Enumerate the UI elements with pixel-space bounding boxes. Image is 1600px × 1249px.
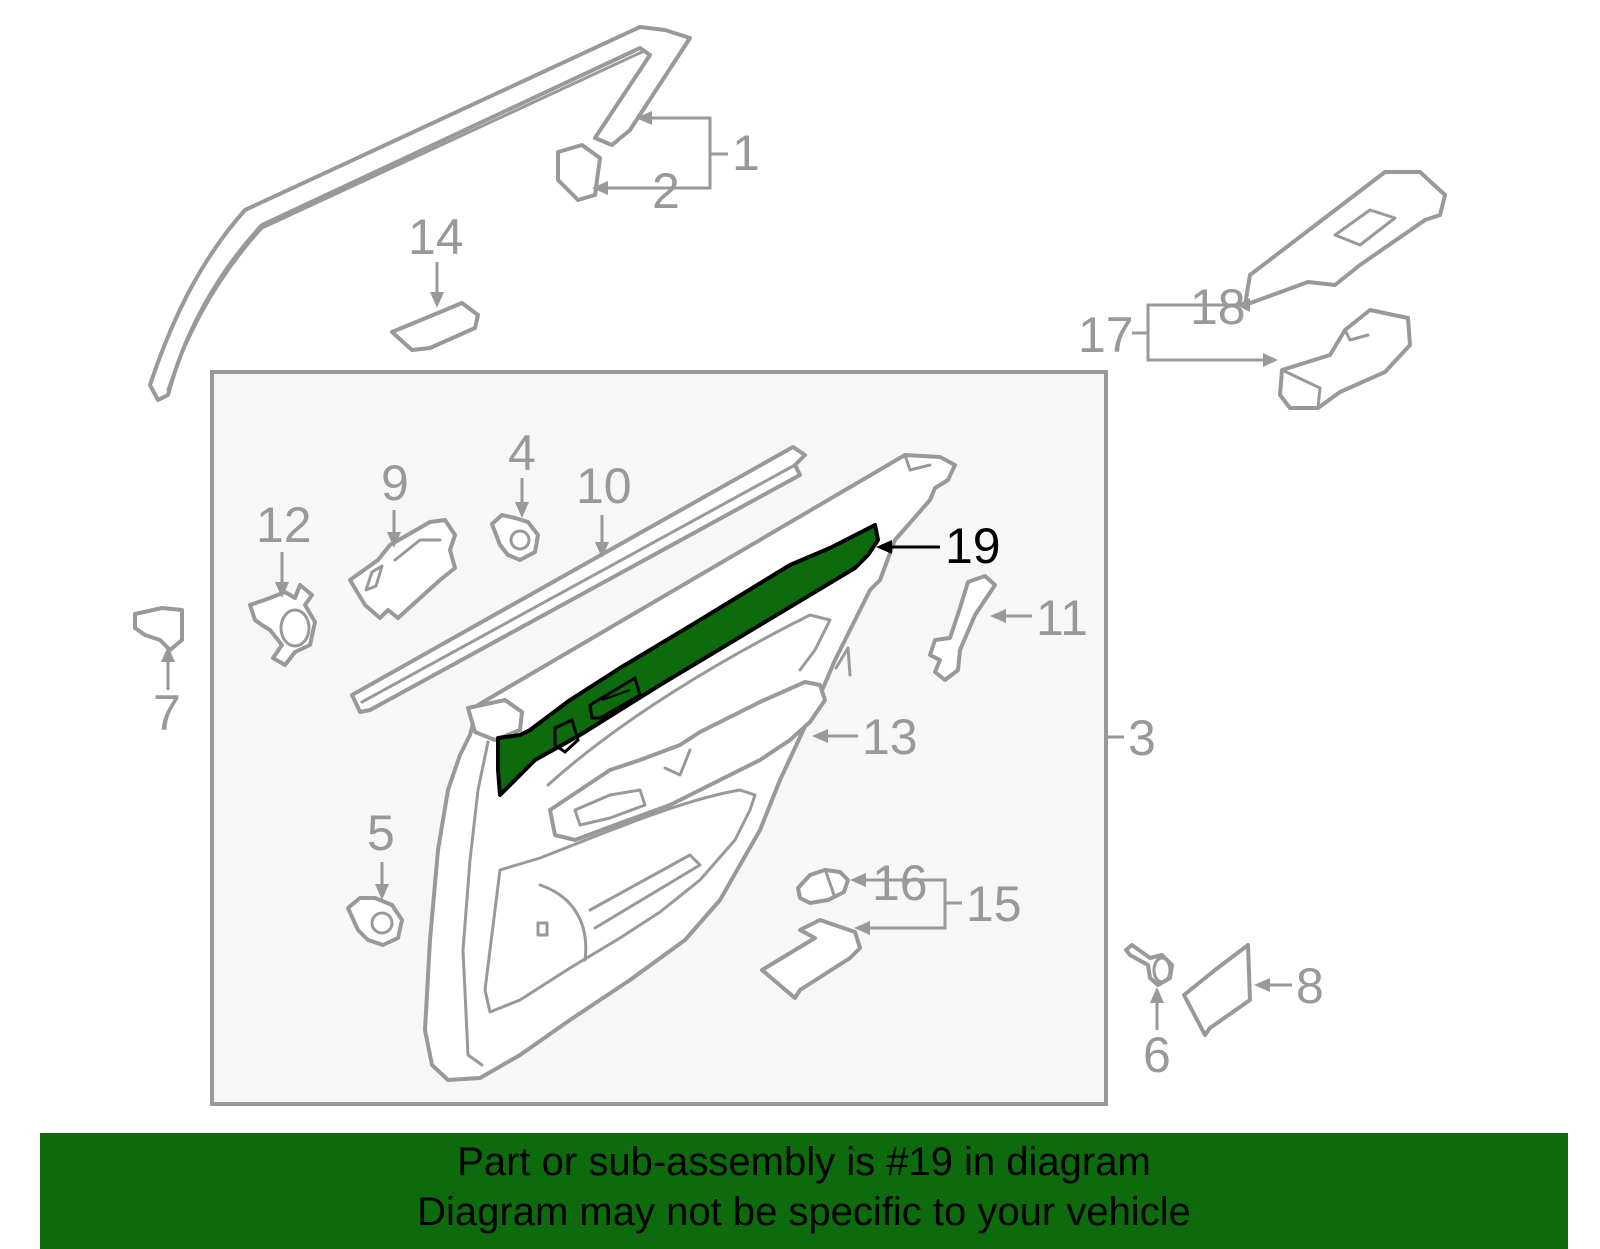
part-12-bracket xyxy=(248,552,317,667)
part-2-clip xyxy=(556,143,602,202)
part-16-grommet xyxy=(796,868,850,905)
label-2: 2 xyxy=(652,163,680,219)
part-9-handle-bracket xyxy=(348,510,457,620)
part-15-pad xyxy=(760,918,862,1000)
part-5-screw xyxy=(346,862,404,947)
part-19-armrest-upper-trim xyxy=(496,523,880,797)
part-3-door-trim-panel xyxy=(423,453,957,1082)
leader-13 xyxy=(812,729,858,743)
bracket-15-16 xyxy=(850,873,962,935)
label-8: 8 xyxy=(1296,958,1324,1014)
label-11: 11 xyxy=(1036,590,1088,646)
label-4: 4 xyxy=(508,425,536,481)
label-16: 16 xyxy=(872,855,928,911)
bracket-1-2 xyxy=(592,111,728,195)
info-banner: Part or sub-assembly is #19 in diagram D… xyxy=(40,1133,1568,1249)
banner-line-1: Part or sub-assembly is #19 in diagram xyxy=(457,1140,1151,1184)
part-1-window-frame xyxy=(148,25,692,402)
label-12: 12 xyxy=(256,497,312,553)
part-11-bracket xyxy=(928,574,1032,682)
label-3: 3 xyxy=(1128,710,1156,766)
leader-19 xyxy=(876,540,940,554)
part-8-cover xyxy=(1182,943,1292,1037)
label-10: 10 xyxy=(576,458,632,514)
label-9: 9 xyxy=(381,455,409,511)
label-19: 19 xyxy=(945,518,1001,574)
label-6: 6 xyxy=(1143,1027,1171,1083)
part-4-screw xyxy=(490,478,540,562)
label-7: 7 xyxy=(153,685,181,741)
label-1: 1 xyxy=(732,125,760,181)
part-6-clip xyxy=(1124,943,1174,1030)
part-7-clip xyxy=(133,606,184,690)
label-13: 13 xyxy=(862,709,918,765)
label-5: 5 xyxy=(367,805,395,861)
part-14-trim-piece xyxy=(390,262,480,352)
label-17: 17 xyxy=(1078,307,1134,363)
part-10-weatherstrip xyxy=(350,445,807,714)
banner-line-2: Diagram may not be specific to your vehi… xyxy=(417,1190,1191,1234)
bracket-17-18 xyxy=(1132,298,1278,367)
part-17-switch xyxy=(1278,308,1412,410)
label-14: 14 xyxy=(408,209,464,265)
label-15: 15 xyxy=(966,876,1022,932)
label-18: 18 xyxy=(1190,279,1246,335)
part-18-switch-bezel xyxy=(1243,170,1447,307)
